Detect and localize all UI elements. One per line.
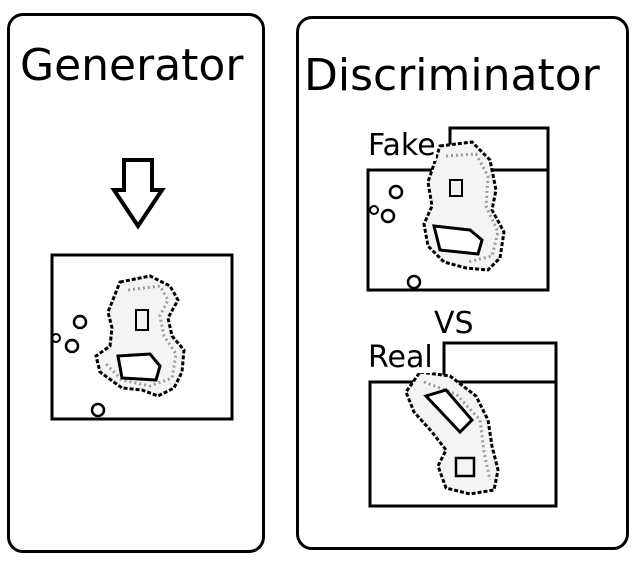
- down-arrow-icon: [110, 158, 166, 230]
- discriminator-panel: Discriminator: [296, 16, 629, 550]
- discriminator-title: Discriminator: [304, 50, 600, 101]
- fake-sample-image: [366, 126, 550, 292]
- generator-panel: Generator: [7, 13, 265, 553]
- real-sample-image: [368, 341, 558, 508]
- vs-label: VS: [434, 306, 474, 341]
- generator-title: Generator: [20, 40, 244, 91]
- discriminator-labels: Fake VS Real: [296, 16, 629, 550]
- fake-label: Fake: [368, 128, 436, 163]
- real-label: Real: [368, 340, 433, 375]
- generated-sample-image: [50, 253, 234, 421]
